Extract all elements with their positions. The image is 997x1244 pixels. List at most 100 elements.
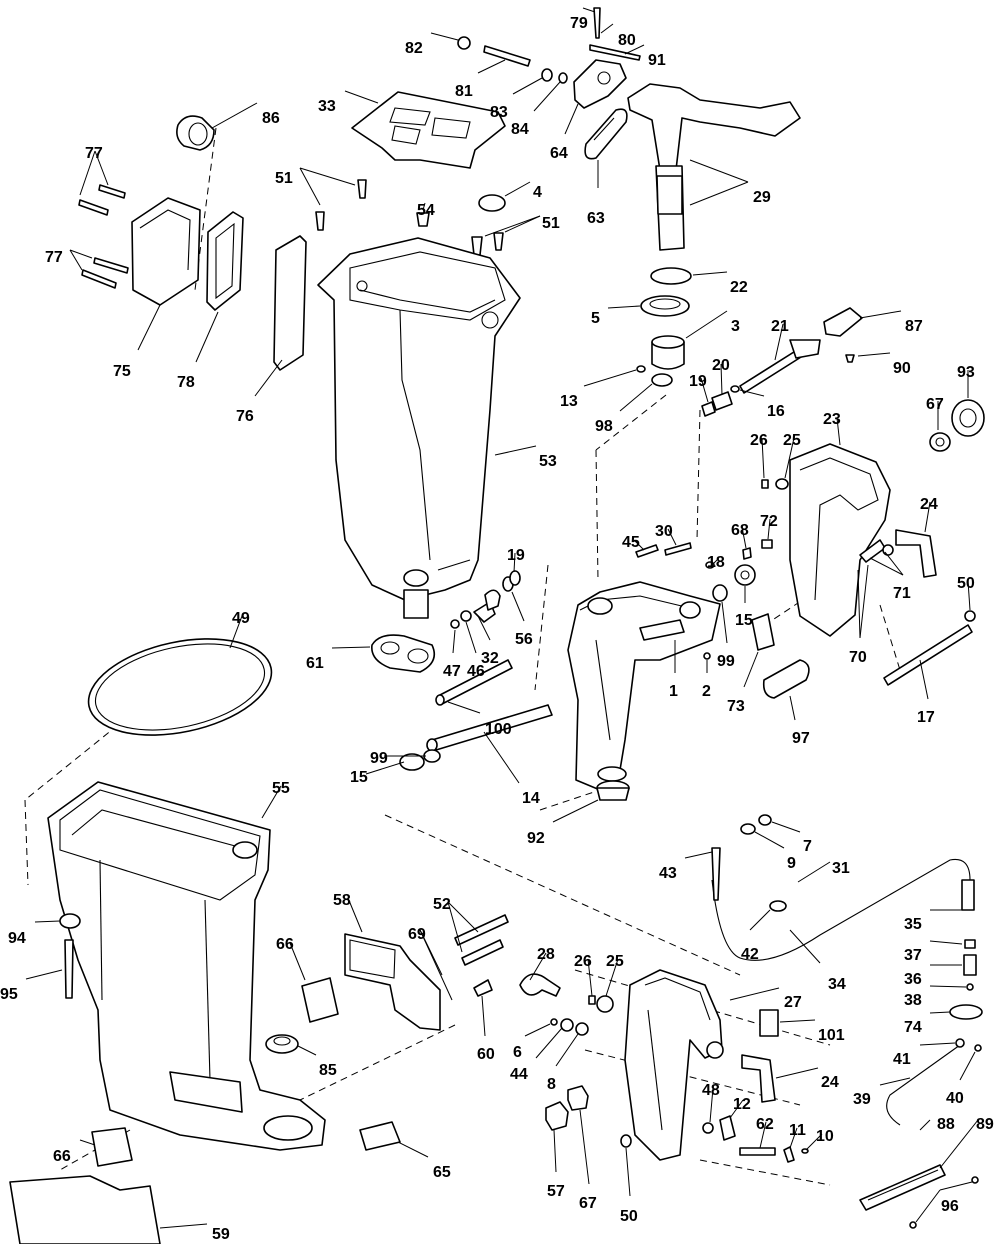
callout-14: 14 xyxy=(522,790,540,807)
callout-50: 50 xyxy=(957,575,975,592)
callout-15: 15 xyxy=(735,612,753,629)
fittings-35-38 xyxy=(963,939,977,991)
bolts-52-60 xyxy=(454,914,509,997)
callout-26: 26 xyxy=(750,432,768,449)
callout-59: 59 xyxy=(212,1226,230,1243)
callout-53: 53 xyxy=(539,453,557,470)
rail-89 xyxy=(859,1164,946,1211)
clamp-bracket-23 xyxy=(761,443,891,637)
callout-50: 50 xyxy=(620,1208,638,1225)
part-40 xyxy=(974,1044,982,1052)
cover-75 xyxy=(131,197,201,306)
gasket-76 xyxy=(273,235,307,371)
callout-41: 41 xyxy=(893,1051,911,1068)
callout-98: 98 xyxy=(595,418,613,435)
callout-96: 96 xyxy=(941,1198,959,1215)
callout-33: 33 xyxy=(318,98,336,115)
callout-44: 44 xyxy=(510,1066,528,1083)
plug-92 xyxy=(596,780,630,801)
leader-lines xyxy=(25,7,979,1229)
washer-94 xyxy=(59,913,81,929)
callout-84: 84 xyxy=(511,121,529,138)
nut-67-top xyxy=(929,432,951,452)
callout-56: 56 xyxy=(515,631,533,648)
callout-67: 67 xyxy=(579,1195,597,1212)
callout-65: 65 xyxy=(433,1164,451,1181)
callout-4: 4 xyxy=(533,184,542,201)
callout-62: 62 xyxy=(756,1116,774,1133)
knob-93 xyxy=(951,399,985,437)
callout-31: 31 xyxy=(832,860,850,877)
bushing-63 xyxy=(584,108,628,160)
callout-24: 24 xyxy=(821,1074,839,1091)
callout-97: 97 xyxy=(792,730,810,747)
cable-34 xyxy=(711,847,975,961)
callout-36: 36 xyxy=(904,971,922,988)
part-90 xyxy=(845,354,855,363)
mount-85 xyxy=(265,1034,299,1054)
callout-88: 88 xyxy=(937,1116,955,1133)
callout-85: 85 xyxy=(319,1062,337,1079)
callout-15: 15 xyxy=(350,769,368,786)
callout-34: 34 xyxy=(828,976,846,993)
callout-66: 66 xyxy=(53,1148,71,1165)
callout-68: 68 xyxy=(731,522,749,539)
bracket-58 xyxy=(344,933,441,1031)
callout-58: 58 xyxy=(333,892,351,909)
callout-80: 80 xyxy=(618,32,636,49)
callout-47: 47 xyxy=(443,663,461,680)
callout-64: 64 xyxy=(550,145,568,162)
callout-16: 16 xyxy=(767,403,785,420)
rod-21 xyxy=(730,339,821,394)
callout-24: 24 xyxy=(920,496,938,513)
callout-13: 13 xyxy=(560,393,578,410)
callout-3: 3 xyxy=(731,318,740,335)
o-ring-22 xyxy=(650,267,692,285)
callout-9: 9 xyxy=(787,855,796,872)
block-66-lower xyxy=(91,1127,133,1167)
callout-48: 48 xyxy=(702,1082,720,1099)
bushing-99 xyxy=(423,749,441,763)
mount-61 xyxy=(371,634,436,673)
callout-54: 54 xyxy=(417,202,435,219)
part-7 xyxy=(758,814,772,826)
steering-arm-29 xyxy=(627,83,801,251)
callout-26: 26 xyxy=(574,953,592,970)
callout-82: 82 xyxy=(405,40,423,57)
callout-11: 11 xyxy=(789,1122,806,1139)
parts-12-62-11-10 xyxy=(702,1115,809,1163)
callout-77: 77 xyxy=(85,145,103,162)
callout-10: 10 xyxy=(816,1128,834,1145)
callout-94: 94 xyxy=(8,930,26,947)
small-parts-6-44-8 xyxy=(550,995,614,1036)
handle-24-lower xyxy=(741,1054,776,1103)
callout-73: 73 xyxy=(727,698,745,715)
small-hardware-79-84 xyxy=(457,7,641,84)
callout-63: 63 xyxy=(587,210,605,227)
grommet-74 xyxy=(949,1004,983,1020)
part-13 xyxy=(636,365,646,373)
callout-69: 69 xyxy=(408,926,426,943)
callout-18: 18 xyxy=(707,554,725,571)
block-66-upper xyxy=(301,977,339,1023)
block-65 xyxy=(359,1121,401,1151)
callout-32: 32 xyxy=(481,650,499,667)
callout-39: 39 xyxy=(853,1091,871,1108)
lever-28 xyxy=(519,973,561,997)
callout-91: 91 xyxy=(648,52,666,69)
callout-7: 7 xyxy=(803,838,812,855)
callout-35: 35 xyxy=(904,916,922,933)
callout-43: 43 xyxy=(659,865,677,882)
callout-99: 99 xyxy=(370,750,388,767)
callout-87: 87 xyxy=(905,318,923,335)
small-parts-18-68 xyxy=(635,539,773,660)
label-101 xyxy=(759,1009,779,1037)
callout-57: 57 xyxy=(547,1183,565,1200)
callout-75: 75 xyxy=(113,363,131,380)
screws-51 xyxy=(315,179,504,256)
exhaust-housing-53 xyxy=(317,237,521,619)
callout-72: 72 xyxy=(760,513,778,530)
bushing-3 xyxy=(651,335,685,370)
cable-39 xyxy=(886,1038,965,1126)
